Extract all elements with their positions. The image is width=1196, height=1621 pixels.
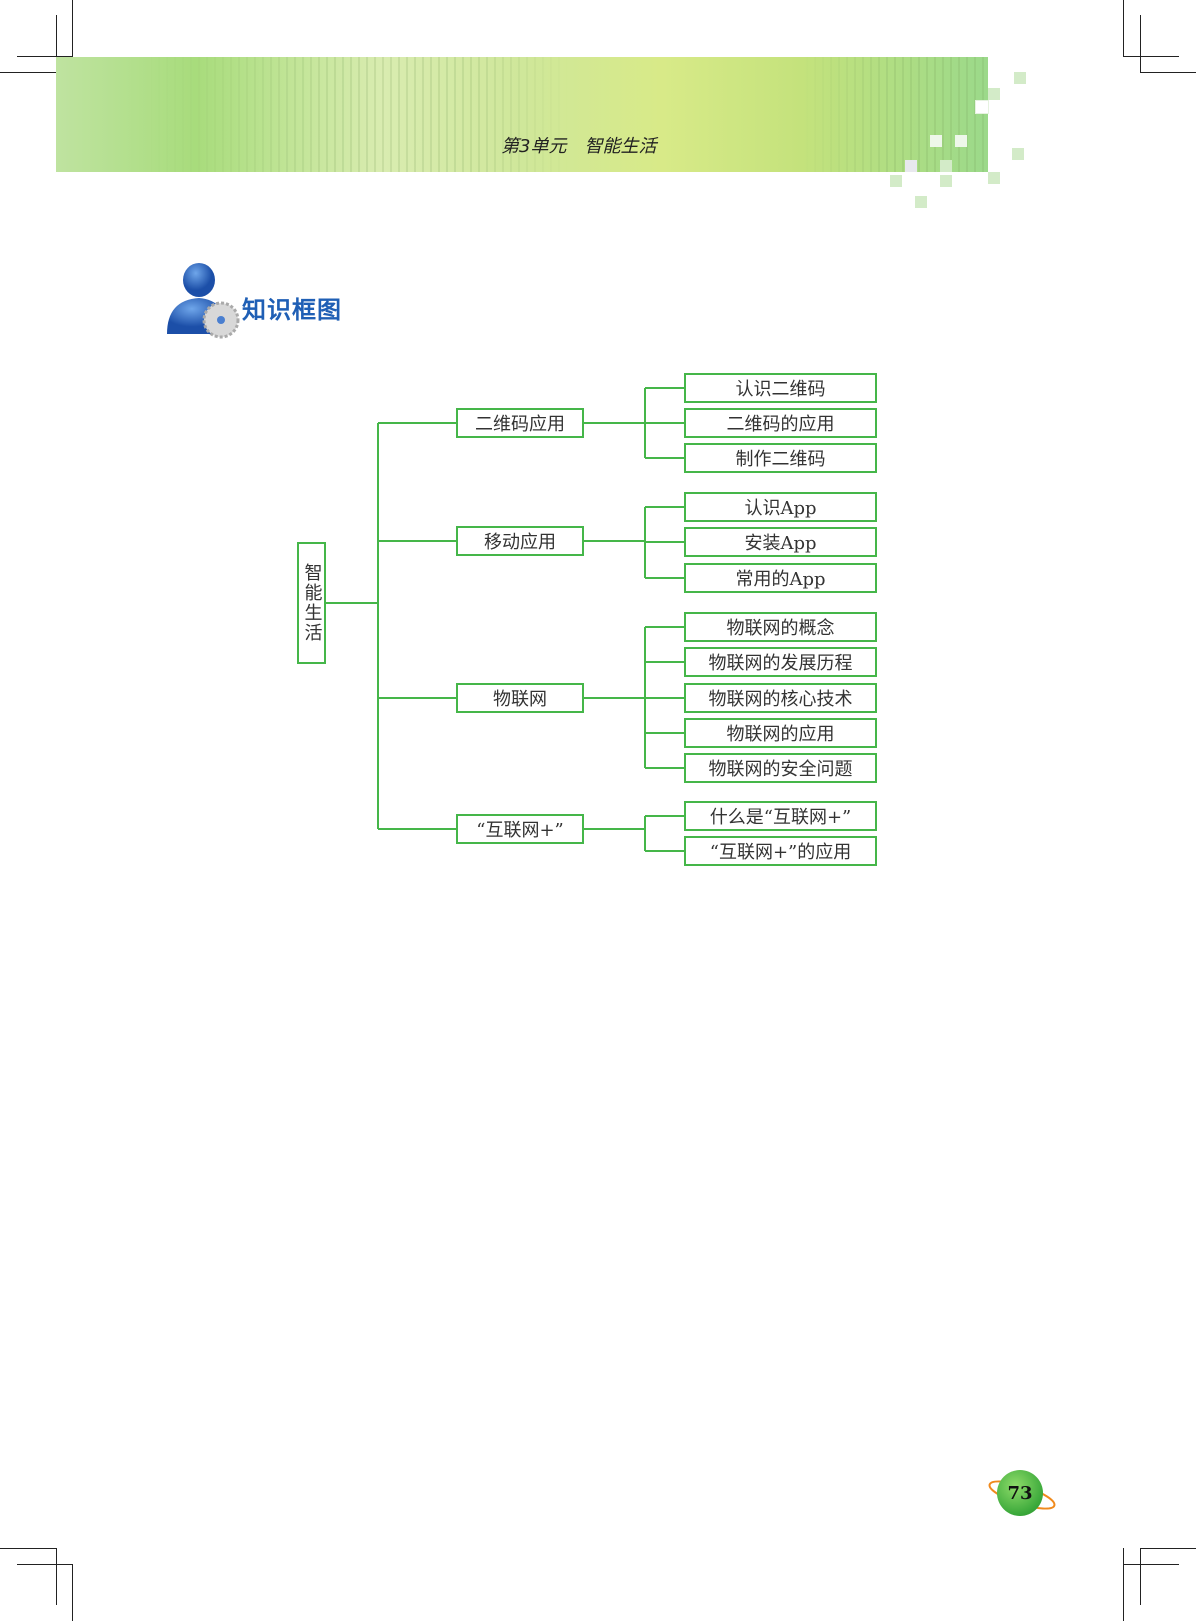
branch-qrcode: 二维码应用 — [456, 408, 584, 438]
leaf-item: 制作二维码 — [684, 443, 877, 473]
tree-root: 智能生活 — [297, 542, 326, 664]
crop-mark — [0, 72, 56, 73]
crop-mark — [1123, 1564, 1179, 1565]
page-number: 73 — [997, 1470, 1043, 1516]
decor-pixel — [975, 100, 989, 114]
leaf-item: 物联网的应用 — [684, 718, 877, 748]
decor-pixel — [1012, 148, 1024, 160]
branch-iot: 物联网 — [456, 683, 584, 713]
leaf-item: “互联网+”的应用 — [684, 836, 877, 866]
crop-mark — [1123, 0, 1124, 57]
crop-mark — [56, 1548, 57, 1605]
branch-internet-plus: “互联网+” — [456, 814, 584, 844]
section-heading: 知识框图 — [242, 296, 342, 324]
decor-pixel — [930, 135, 942, 147]
decor-pixel — [1014, 72, 1026, 84]
crop-mark — [72, 1564, 73, 1621]
crop-mark — [1123, 1548, 1124, 1621]
leaf-item: 安装App — [684, 527, 877, 557]
leaf-item: 什么是“互联网+” — [684, 801, 877, 831]
crop-mark — [56, 15, 57, 72]
decor-pixel — [955, 135, 967, 147]
crop-mark — [17, 1564, 73, 1565]
leaf-item: 二维码的应用 — [684, 408, 877, 438]
person-gear-icon — [167, 263, 240, 339]
crop-mark — [1140, 15, 1141, 72]
decor-pixel — [940, 160, 952, 172]
leaf-item: 物联网的发展历程 — [684, 647, 877, 677]
crop-mark — [1123, 56, 1179, 57]
leaf-item: 物联网的安全问题 — [684, 753, 877, 783]
unit-title: 第3单元 智能生活 — [501, 136, 657, 157]
tree-connectors — [326, 387, 684, 852]
leaf-item: 认识App — [684, 492, 877, 522]
decor-pixel — [915, 196, 927, 208]
crop-mark — [17, 56, 73, 57]
branch-mobile-apps: 移动应用 — [456, 526, 584, 556]
leaf-item: 物联网的概念 — [684, 612, 877, 642]
crop-mark — [1140, 1548, 1141, 1605]
leaf-item: 常用的App — [684, 563, 877, 593]
decor-pixel — [940, 175, 952, 187]
decor-pixel — [905, 160, 917, 172]
decor-pixel — [988, 88, 1000, 100]
decor-pixel — [890, 175, 902, 187]
leaf-item: 认识二维码 — [684, 373, 877, 403]
crop-mark — [1140, 1548, 1196, 1549]
crop-mark — [72, 0, 73, 57]
header-banner — [56, 57, 988, 172]
crop-mark — [1140, 72, 1196, 73]
decor-pixel — [988, 172, 1000, 184]
crop-mark — [0, 1548, 56, 1549]
leaf-item: 物联网的核心技术 — [684, 683, 877, 713]
